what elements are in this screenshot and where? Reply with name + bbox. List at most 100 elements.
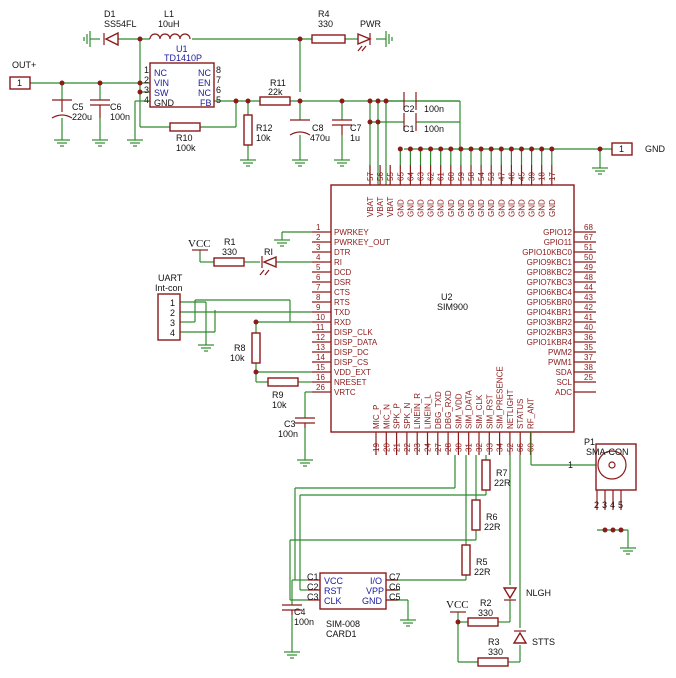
c5-value: 220u bbox=[72, 112, 92, 122]
junction-dot bbox=[498, 146, 504, 152]
junction-dots bbox=[59, 36, 624, 625]
l1-value: 10uH bbox=[158, 19, 180, 29]
u2-top-pin-name: GND bbox=[497, 199, 506, 217]
uart-pin-4: 4 bbox=[170, 328, 175, 338]
r5-ref: R5 bbox=[476, 557, 488, 567]
u1-pin-sw: SW bbox=[154, 88, 169, 98]
u2-top-pin-num: 54 bbox=[477, 172, 486, 181]
u2-bottom-pin-name: SIM_PRESENCE bbox=[496, 366, 505, 429]
u1-num-1: 1 bbox=[144, 65, 149, 75]
u2-top-pin-num: 62 bbox=[427, 172, 436, 181]
uart-pin-3: 3 bbox=[170, 318, 175, 328]
u2-left-pin-name: VRTC bbox=[334, 388, 356, 397]
c4-ref: C4 bbox=[294, 607, 306, 617]
u2-bottom-pin-name: SPK_P bbox=[393, 403, 402, 429]
c4-value: 100n bbox=[294, 617, 314, 627]
card1-num-c2: C2 bbox=[307, 582, 319, 592]
u2-left-pin-name: RXD bbox=[334, 318, 351, 327]
r11-value: 22k bbox=[268, 87, 283, 97]
u2-top-pin-num: 58 bbox=[467, 172, 476, 181]
u2-top-pin-name: GND bbox=[538, 199, 547, 217]
u2-right-pin-num: 51 bbox=[584, 243, 593, 252]
u2-right-pin-num: 43 bbox=[584, 293, 593, 302]
u2-top-pin-num: 57 bbox=[366, 172, 375, 181]
p1-pin5: 5 bbox=[618, 500, 623, 510]
u2-top-pin-num: 39 bbox=[528, 172, 537, 181]
u2-bottom-pin-num: 22 bbox=[403, 443, 412, 452]
u2-bottom-pin-num: 34 bbox=[496, 443, 505, 452]
u2-left-pin-name: NRESET bbox=[334, 378, 367, 387]
junction-dot bbox=[397, 146, 403, 152]
r5-resistor bbox=[461, 544, 471, 576]
pwr-label: PWR bbox=[360, 19, 381, 29]
r4-resistor bbox=[311, 34, 346, 44]
u2-bottom-pin-name: MIC_P bbox=[372, 405, 381, 429]
r9-value: 10k bbox=[272, 400, 287, 410]
junction-dot bbox=[478, 146, 484, 152]
c6-ref: C6 bbox=[110, 102, 122, 112]
u2-top-pin-name: GND bbox=[507, 199, 516, 217]
u2-top-pin-name: GND bbox=[427, 199, 436, 217]
junction-dot bbox=[448, 146, 454, 152]
r6-resistor bbox=[471, 499, 481, 531]
u2-left-pin-name: RI bbox=[334, 258, 342, 267]
vcc2-label: VCC bbox=[446, 599, 469, 611]
card1-pin-gnd: GND bbox=[362, 596, 383, 606]
junction-dot bbox=[529, 146, 535, 152]
c7-value: 1u bbox=[350, 133, 360, 143]
u2-ref: U2 bbox=[441, 292, 453, 302]
u2-right-pin-num: 50 bbox=[584, 253, 593, 262]
u2-right-pin-name: GPIO7KBC3 bbox=[527, 278, 573, 287]
u2-left-pin-name: CTS bbox=[334, 288, 350, 297]
c8-value: 470u bbox=[310, 133, 330, 143]
u2-left-pin-num: 13 bbox=[316, 343, 325, 352]
l1-ref: L1 bbox=[164, 9, 174, 19]
u2-top-pin-num: 64 bbox=[406, 172, 415, 181]
u2-left-pin-name: DISP_CS bbox=[334, 358, 368, 367]
uart-pin-2: 2 bbox=[170, 308, 175, 318]
card1-num-c5: C5 bbox=[389, 592, 401, 602]
u2-top-pin-name: GND bbox=[457, 199, 466, 217]
junction-dot bbox=[468, 146, 474, 152]
r3-resistor bbox=[477, 657, 509, 667]
ri-led-label: RI bbox=[264, 247, 273, 257]
r8-value: 10k bbox=[230, 353, 245, 363]
r4-ref: R4 bbox=[318, 9, 330, 19]
u2-right-pin-name: GPIO8KBC2 bbox=[527, 268, 573, 277]
u2-bottom-pin-name: NETLIGHT bbox=[506, 389, 515, 429]
u2-left-pin-name: TXD bbox=[334, 308, 350, 317]
c2-value: 100n bbox=[424, 104, 444, 114]
u2-right-pin-num: 40 bbox=[584, 323, 593, 332]
junction-dot bbox=[539, 146, 545, 152]
card1-pin-io: I/O bbox=[370, 576, 382, 586]
u2-left-pin-num: 5 bbox=[316, 263, 321, 272]
r6-value: 22R bbox=[484, 522, 501, 532]
u2-bottom-pin-num: 21 bbox=[393, 443, 402, 452]
u2-top-pin-name: GND bbox=[518, 199, 527, 217]
u2-right-pin-name: GPIO1KBR4 bbox=[527, 338, 573, 347]
c1-capacitor bbox=[403, 113, 417, 131]
u2-top-pin-num: 46 bbox=[507, 172, 516, 181]
u2-bottom-pin-num: 27 bbox=[434, 443, 443, 452]
u2-left-pin-num: 7 bbox=[316, 283, 321, 292]
u2-left-pin-name: RTS bbox=[334, 298, 350, 307]
c6-value: 100n bbox=[110, 112, 130, 122]
u2-right-pin-num: 37 bbox=[584, 353, 593, 362]
u2-bottom-pin-name: DBG_TXD bbox=[434, 391, 443, 429]
u2-top-pin-name: GND bbox=[477, 199, 486, 217]
card1-pin-vpp: VPP bbox=[366, 586, 384, 596]
ground-symbols bbox=[54, 31, 636, 659]
u2-right-pin-num: 48 bbox=[584, 273, 593, 282]
u2-right-pin-name: SDA bbox=[556, 368, 573, 377]
u2-left-wiring bbox=[180, 231, 312, 460]
card1-num-c1: C1 bbox=[307, 572, 319, 582]
c1-value: 100n bbox=[424, 124, 444, 134]
u2-right-pin-name: GPIO3KBR2 bbox=[527, 318, 573, 327]
u2-bottom-pin-num: 19 bbox=[372, 443, 381, 452]
u1-num-8: 8 bbox=[216, 65, 221, 75]
c6-capacitor bbox=[90, 99, 110, 118]
junction-dot bbox=[458, 146, 464, 152]
gnd-connector bbox=[611, 142, 633, 156]
card1-body bbox=[308, 572, 398, 610]
out-connector bbox=[9, 76, 31, 90]
